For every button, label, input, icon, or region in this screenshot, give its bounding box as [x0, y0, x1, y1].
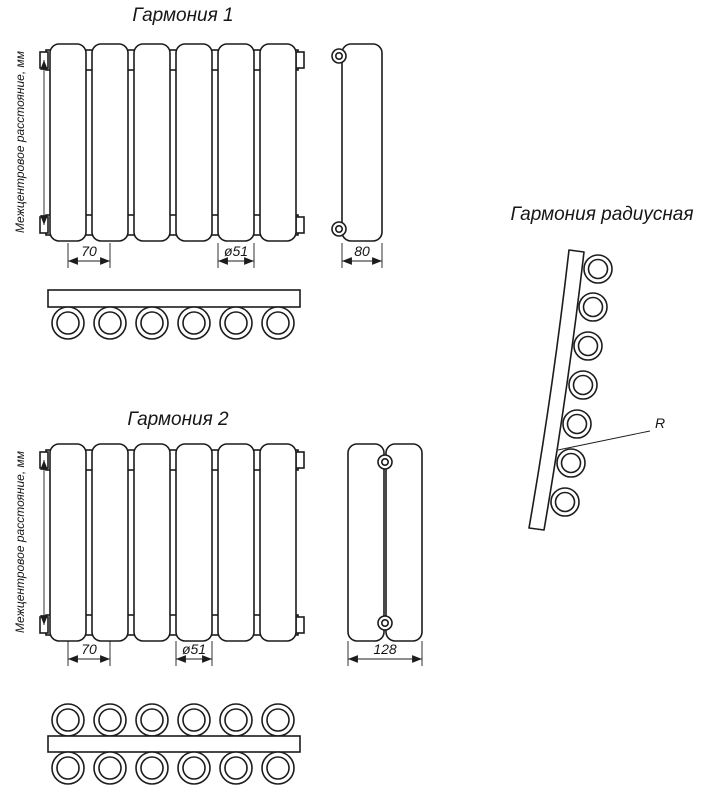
harmony1-spacing-dim: 70 — [81, 243, 97, 259]
tube-ring — [219, 751, 253, 785]
harmony2-title: Гармония 2 — [127, 409, 229, 430]
harmony1-top-view — [47, 289, 301, 340]
harmony2-diameter-dim: ø51 — [182, 641, 206, 657]
curved-collector — [528, 249, 585, 531]
radiator-tube — [259, 443, 297, 642]
tube-ring — [568, 370, 598, 400]
radiator-tube — [91, 43, 129, 242]
tube-ring — [219, 306, 253, 340]
tube-ring — [261, 751, 295, 785]
harmony2-dimensions: 70 ø51 — [67, 641, 213, 666]
tube-ring — [583, 254, 613, 284]
harmony1-diameter-dim: ø51 — [224, 243, 248, 259]
connection-fitting — [331, 221, 347, 237]
fitting-tab — [295, 51, 305, 69]
connection-fitting — [331, 48, 347, 64]
tube-ring — [261, 703, 295, 737]
connection-fitting — [377, 615, 393, 631]
harmony1-dimensions: 70 ø51 — [67, 243, 255, 268]
radiator-tube — [49, 43, 87, 242]
tube-ring — [261, 306, 295, 340]
tube-ring — [51, 306, 85, 340]
tube-ring — [562, 409, 592, 439]
harmony1-axis-label: Межцентровое расстояние, мм — [13, 51, 27, 233]
harmony2-spacing-dim: 70 — [81, 641, 97, 657]
fitting-tab — [295, 451, 305, 469]
radius-dim: R — [655, 415, 665, 431]
harmony2-front-view — [39, 443, 305, 642]
radiator-tube — [49, 443, 87, 642]
radiator-tube — [217, 43, 255, 242]
tube-ring — [51, 703, 85, 737]
tube-ring — [556, 448, 586, 478]
radiator-tube — [217, 443, 255, 642]
harmony2-top-view — [47, 703, 301, 785]
fitting-tab — [295, 616, 305, 634]
harmony2-depth-dim: 128 — [373, 641, 397, 657]
harmony-radius-title: Гармония радиусная — [510, 204, 693, 225]
tube-ring — [51, 751, 85, 785]
tube-ring — [177, 751, 211, 785]
harmony-radius-view: R — [528, 249, 665, 531]
tube-ring — [93, 751, 127, 785]
radiator-tube — [133, 443, 171, 642]
connection-fitting — [377, 454, 393, 470]
side-tube — [347, 443, 385, 642]
fitting-tab — [295, 216, 305, 234]
tube-ring — [93, 306, 127, 340]
tube-ring — [177, 306, 211, 340]
tube-ring — [578, 292, 608, 322]
radiator-tube — [91, 443, 129, 642]
tube-ring — [135, 306, 169, 340]
radius-leader-line — [557, 430, 651, 451]
collector-bar — [47, 735, 301, 753]
radiator-tube — [175, 43, 213, 242]
side-tube — [385, 443, 423, 642]
side-tube — [341, 43, 383, 242]
harmony2-side-view: 128 — [347, 443, 423, 666]
radiator-tube — [133, 43, 171, 242]
harmony2-center-distance-dimension: Межцентровое расстояние, мм — [13, 451, 48, 633]
radiator-tube — [175, 443, 213, 642]
harmony1-depth-dim: 80 — [354, 243, 370, 259]
tube-ring — [573, 331, 603, 361]
tube-ring — [177, 703, 211, 737]
radiator-tube — [259, 43, 297, 242]
harmony1-front-view — [39, 43, 305, 242]
harmony1-center-distance-dimension: Межцентровое расстояние, мм — [13, 51, 48, 233]
tube-ring — [93, 703, 127, 737]
harmony1-title: Гармония 1 — [132, 5, 233, 26]
harmony1-side-view: 80 — [331, 43, 383, 268]
tube-ring — [219, 703, 253, 737]
tube-ring — [135, 703, 169, 737]
harmony2-axis-label: Межцентровое расстояние, мм — [13, 451, 27, 633]
collector-bar — [47, 289, 301, 308]
tube-ring — [135, 751, 169, 785]
tube-ring — [550, 487, 580, 517]
